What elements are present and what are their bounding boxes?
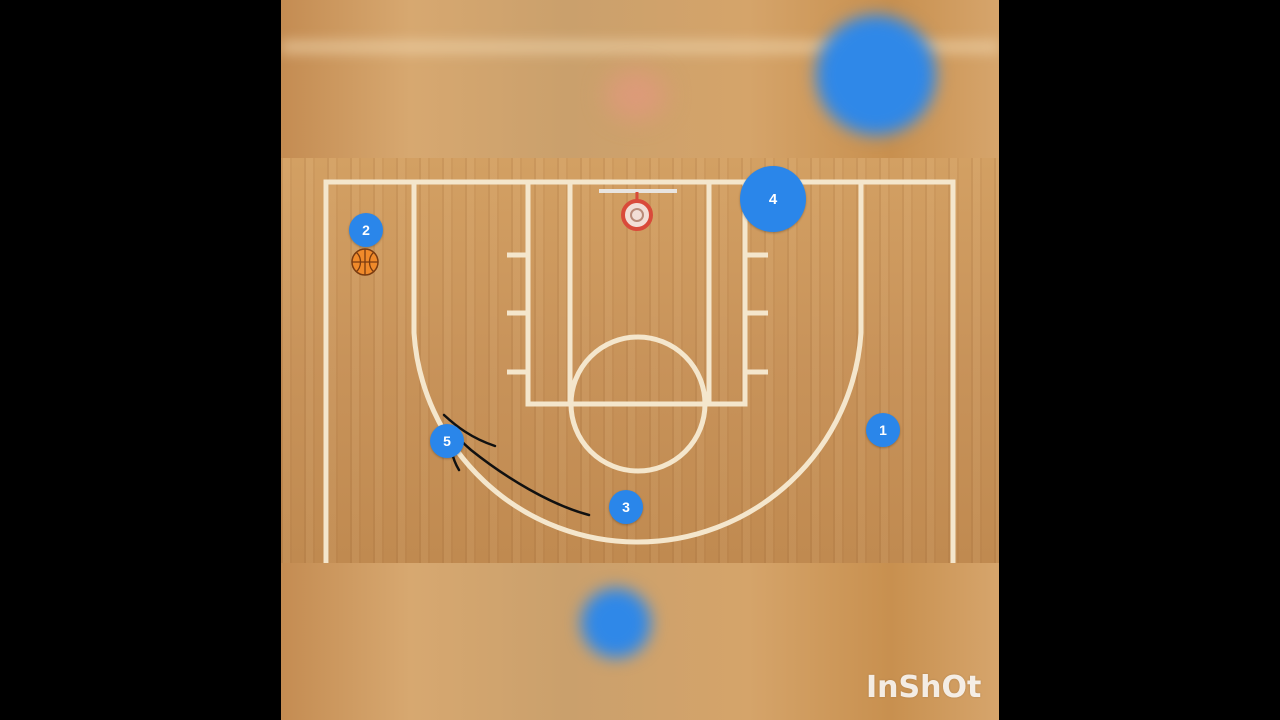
lane-inner-line [567,182,712,404]
blurred-background-top [281,0,999,158]
player-1-label: 1 [879,422,887,438]
inshot-watermark: InShOt [866,670,982,705]
court-lines [323,179,956,563]
player-3-label: 3 [622,499,630,515]
hoop-icon [621,192,653,231]
lane-outer-line [525,182,748,407]
blurred-background-bottom [281,563,999,720]
player-5-marker[interactable]: 5 [430,424,464,458]
player-2-label: 2 [362,222,370,238]
blurred-player-marker [581,588,651,658]
blurred-player-marker [816,15,936,135]
basketball-icon[interactable] [351,248,379,276]
player-3-marker[interactable]: 3 [609,490,643,524]
player-1-marker[interactable]: 1 [866,413,900,447]
basketball-halfcourt: 2 4 5 1 3 [281,158,999,563]
blurred-court-line [281,40,999,54]
video-frame: 2 4 5 1 3 [281,0,999,720]
blurred-hoop [606,70,666,120]
player-2-marker[interactable]: 2 [349,213,383,247]
player-5-label: 5 [443,433,451,449]
free-throw-circle [568,334,708,474]
player-4-label: 4 [768,190,778,208]
lane-hash-marks [507,252,768,375]
court-boundary-line [323,179,956,563]
backboard [599,189,677,193]
player-4-marker[interactable]: 4 [740,166,806,232]
